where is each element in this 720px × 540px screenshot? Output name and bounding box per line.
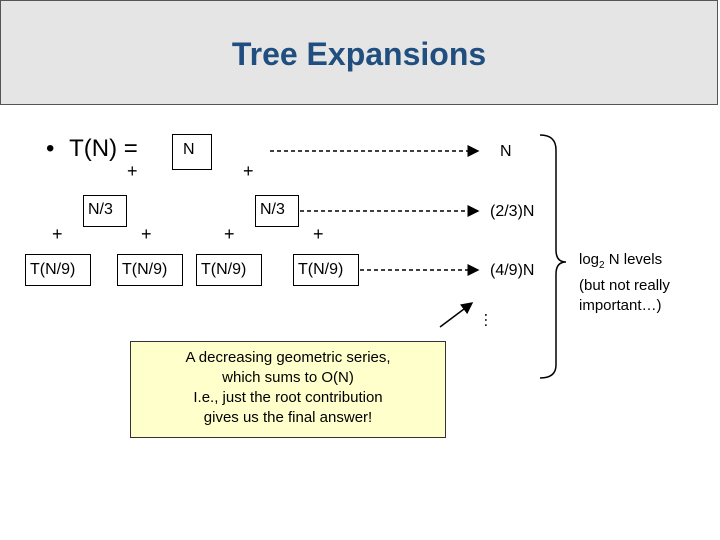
plus-l1-b: + [141,224,152,244]
root-node: N [183,141,195,158]
level-sum-2: (4/9)N [490,262,535,279]
recurrence-bullet: • T(N) = [46,135,138,163]
callout-line-4: gives us the final answer! [203,409,373,426]
plus-root-right: + [243,161,254,181]
level-sum-0: N [500,143,512,160]
title-bar [0,0,718,105]
level2-node-box-2 [117,254,183,286]
vertical-ellipsis: … [481,312,498,328]
levels-note-line3: important…) [579,297,662,314]
level2-node-1: T(N/9) [30,261,76,278]
callout-line-2: which sums to O(N) [222,369,354,386]
plus-l1-a: + [52,224,63,244]
plus-root-left: + [127,161,138,181]
plus-l1-c: + [224,224,235,244]
level2-node-3: T(N/9) [201,261,247,278]
level-sum-1: (2/3)N [490,203,535,220]
callout-box: A decreasing geometric series, which sum… [130,341,446,438]
callout-arrow [439,302,474,328]
slide-title: Tree Expansions [231,36,487,72]
levels-note: log2 N levels (but not really important…… [579,250,670,316]
levels-note-rest: N levels [604,251,663,268]
callout-line-3: I.e., just the root contribution [193,389,383,406]
levels-note-log: log [579,251,600,268]
level2-node-box-1 [25,254,91,286]
root-node-box [172,134,212,170]
levels-note-base: 2 [599,260,605,271]
callout-line-1: A decreasing geometric series, [185,349,391,366]
recurrence-label: T(N) = [69,135,138,162]
level2-node-4: T(N/9) [298,261,344,278]
level1-node-box-right [255,195,299,227]
bullet-dot: • [46,135,55,162]
level1-node-left: N/3 [88,201,113,218]
levels-note-line1: log2 N levels [579,250,670,276]
level2-node-2: T(N/9) [122,261,168,278]
level2-node-box-3 [196,254,262,286]
level1-node-right: N/3 [260,201,285,218]
levels-note-line2: (but not really [579,277,670,294]
levels-brace [539,134,567,379]
level2-node-box-4 [293,254,359,286]
level1-node-box-left [83,195,127,227]
plus-l1-d: + [313,224,324,244]
